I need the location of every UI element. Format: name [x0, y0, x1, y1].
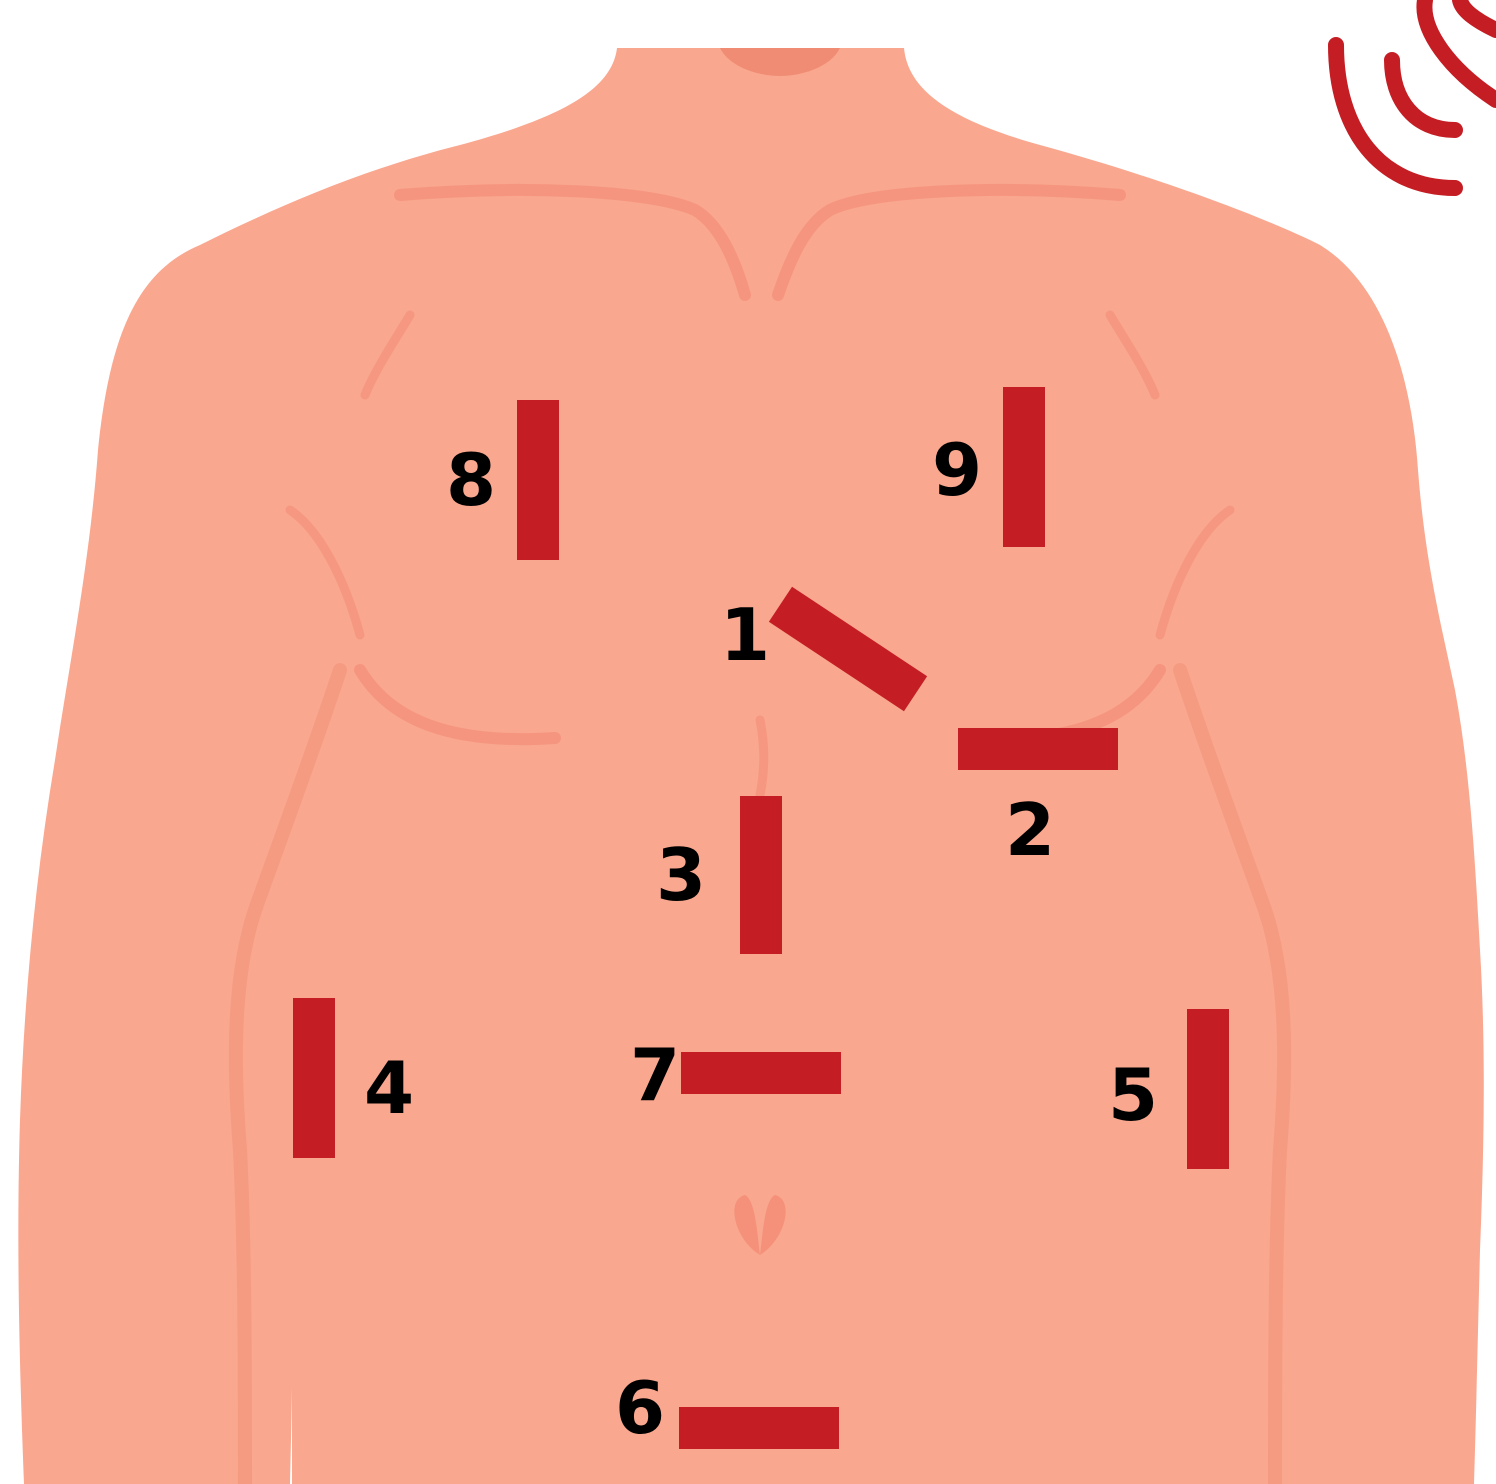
electrode-7 [681, 1052, 841, 1094]
electrode-8 [517, 400, 559, 560]
electrode-label-9: 9 [932, 428, 982, 512]
electrode-6 [679, 1407, 839, 1449]
electrode-5 [1187, 1009, 1229, 1169]
electrode-label-1: 1 [720, 593, 770, 677]
electrode-3 [740, 796, 782, 954]
signal-arc-outer-2 [1460, 0, 1496, 30]
wireless-signal-icon [1336, 0, 1496, 188]
electrode-2 [958, 728, 1118, 770]
electrode-label-8: 8 [446, 438, 496, 522]
electrode-label-7: 7 [630, 1033, 680, 1117]
electrode-label-5: 5 [1108, 1053, 1158, 1137]
electrode-9 [1003, 387, 1045, 547]
electrode-label-4: 4 [364, 1046, 414, 1130]
signal-arc-inner [1392, 60, 1455, 130]
electrode-label-2: 2 [1005, 788, 1055, 872]
electrode-label-6: 6 [615, 1366, 665, 1450]
electrode-label-3: 3 [656, 833, 706, 917]
electrode-4 [293, 998, 335, 1158]
sternum-line [760, 720, 764, 795]
torso [18, 48, 1483, 1484]
